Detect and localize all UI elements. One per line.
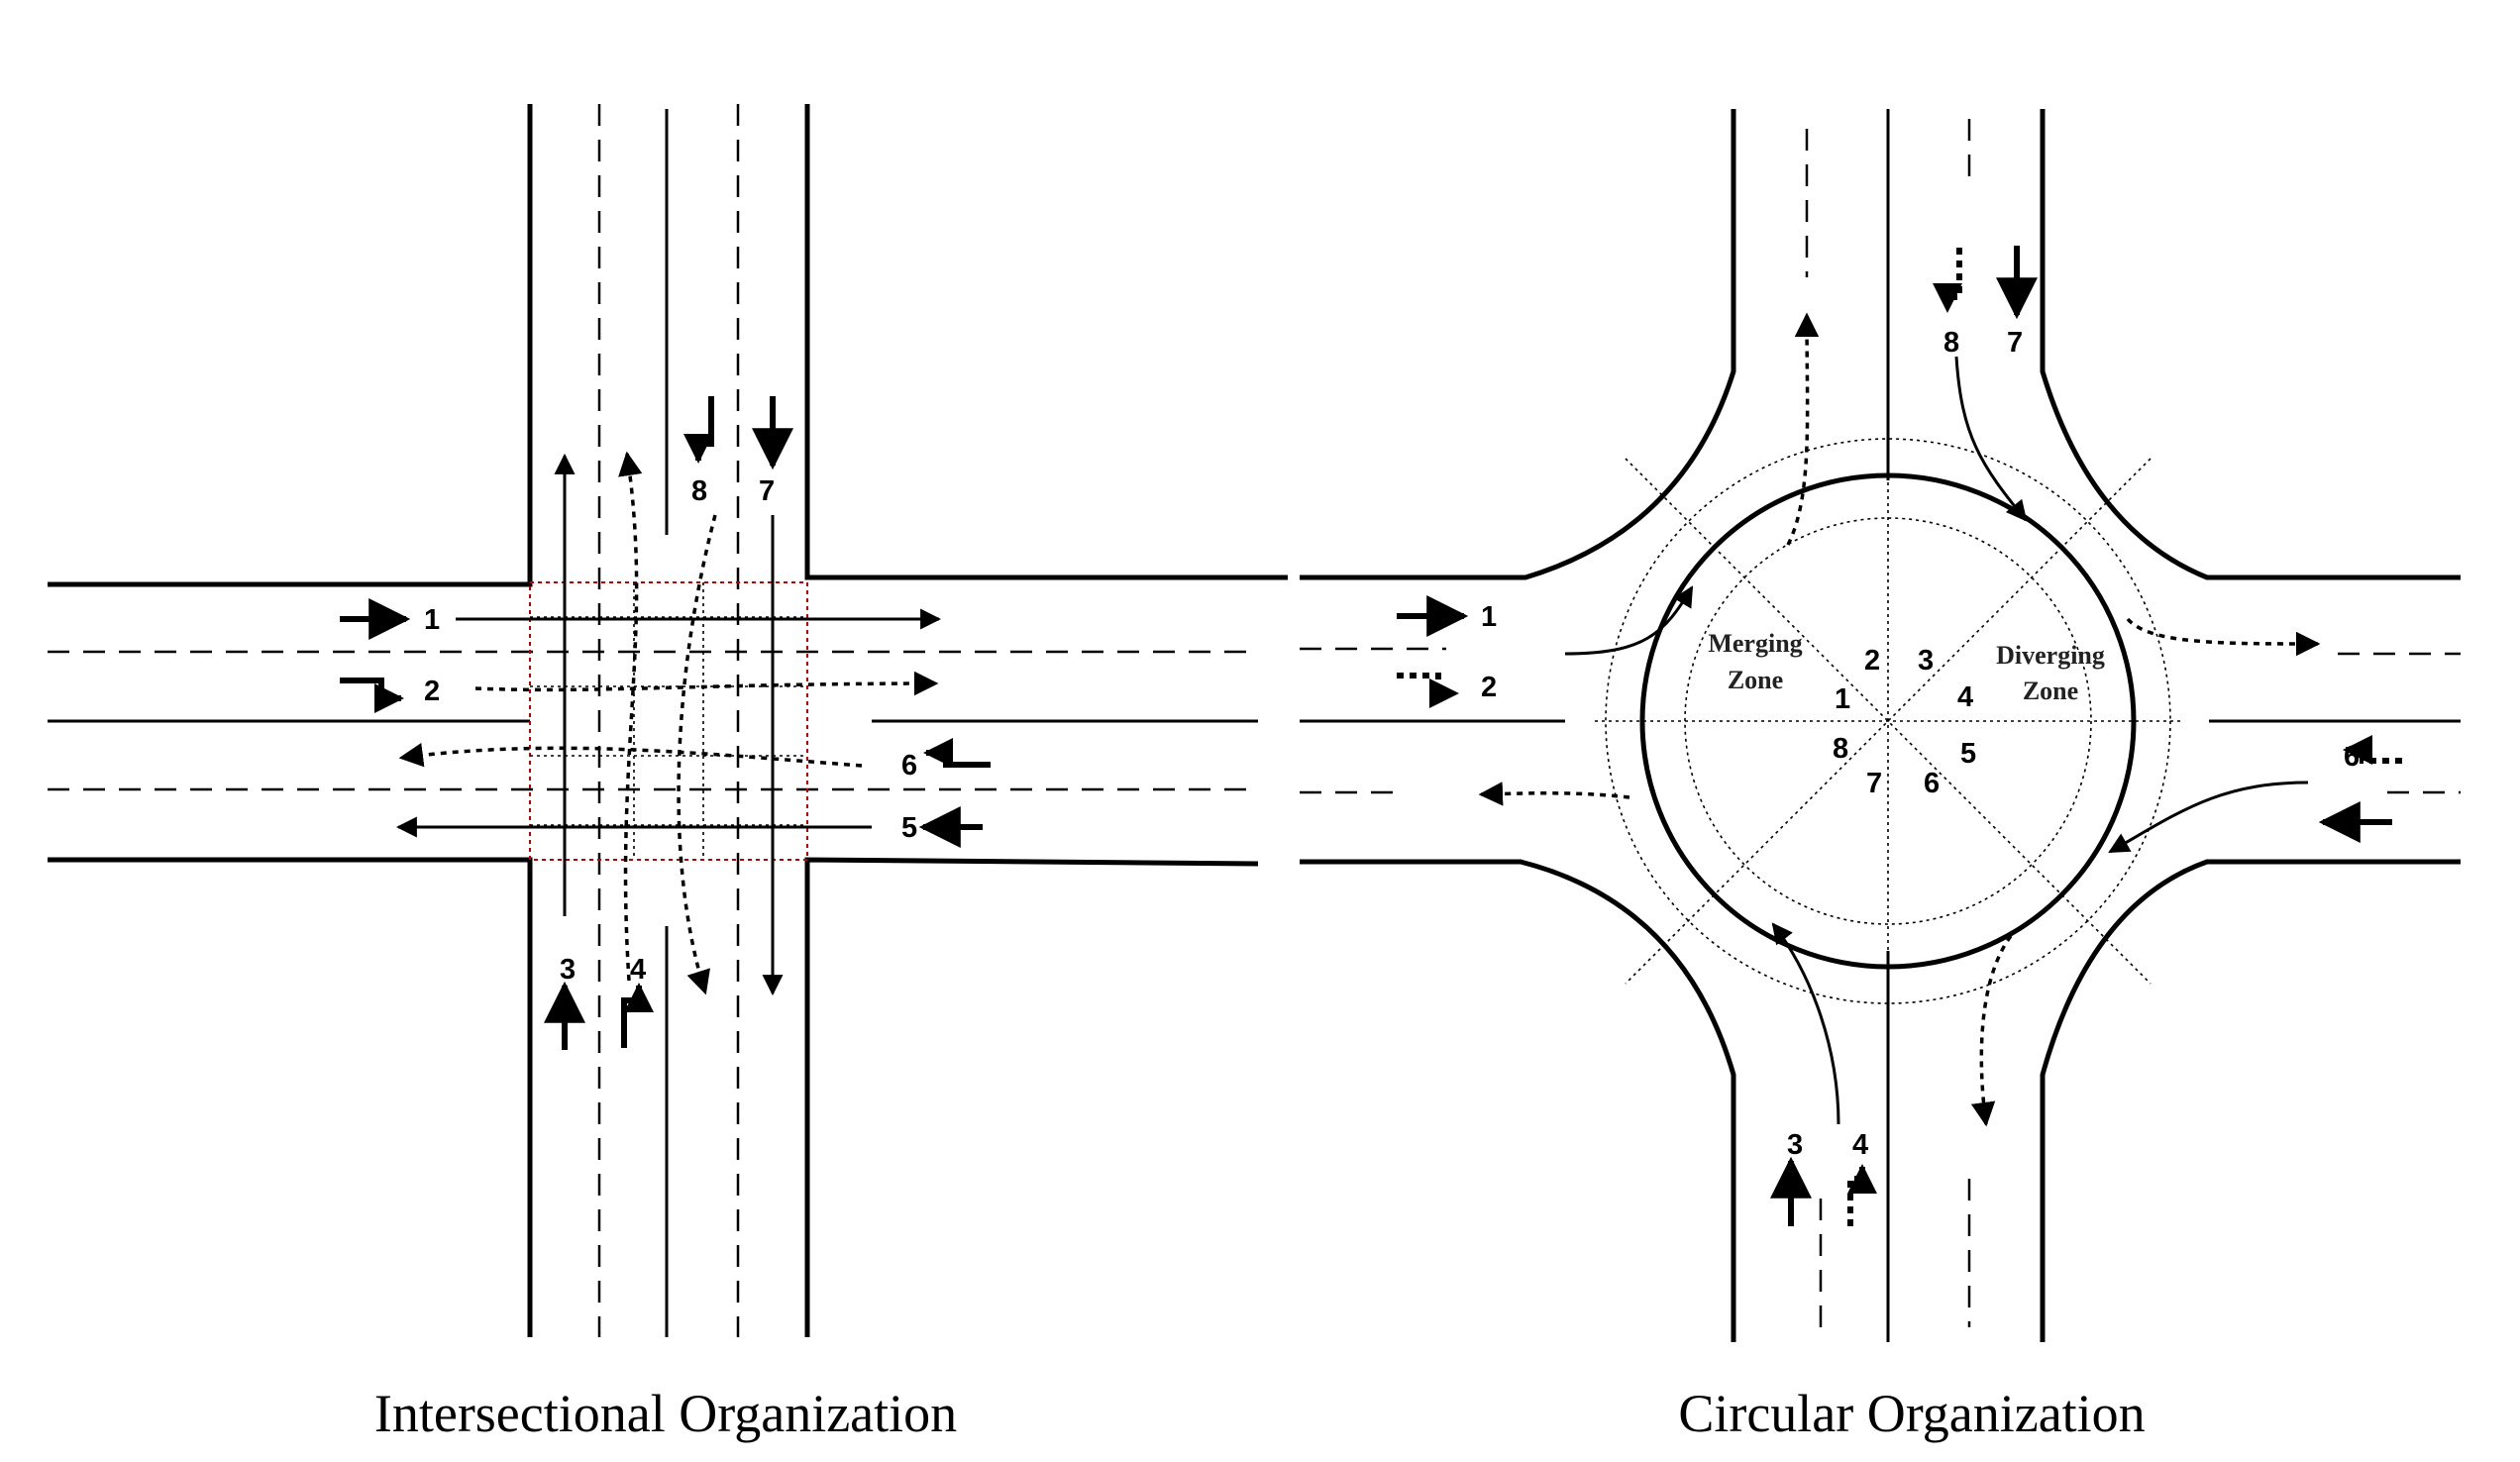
roundabout-panel: 1 2 3 4 5 6 7 8 1 2 3 4 5 6 7 8 Merging … (1300, 109, 2461, 1443)
movement-label: 8 (691, 475, 707, 507)
movement-icons (1397, 246, 2402, 1226)
road-edges (1300, 109, 2461, 1342)
movement-label: 5 (901, 812, 917, 844)
movement-label: 5 (2344, 807, 2360, 839)
movement-label: 6 (2344, 741, 2360, 773)
roundabout-caption: Circular Organization (1678, 1384, 2145, 1443)
exit-flows (1478, 312, 2321, 1127)
entry-flows (1564, 356, 2309, 1125)
inner-dotted-ring (1684, 517, 2092, 925)
left-turn-flows (398, 451, 939, 995)
merging-zone-label: Zone (1728, 666, 1783, 694)
movement-label: 3 (1787, 1129, 1803, 1161)
lane-markings (1300, 109, 2461, 1342)
movement-label: 1 (424, 604, 440, 636)
merging-zone-label: Merging (1708, 629, 1802, 658)
sector-label: 5 (1960, 738, 1976, 770)
movement-label: 6 (901, 750, 917, 782)
movement-numbers: 1 2 3 4 5 6 7 8 (424, 475, 917, 986)
movement-label: 2 (1481, 672, 1497, 703)
sector-label: 2 (1864, 645, 1880, 677)
intersection-caption: Intersectional Organization (374, 1384, 957, 1443)
conflict-grid (530, 582, 807, 860)
movement-label: 7 (759, 475, 775, 507)
sector-numbers: 1 2 3 4 5 6 7 8 (1833, 645, 1976, 799)
sector-label: 6 (1924, 768, 1940, 799)
through-flows (395, 453, 942, 996)
movement-label: 8 (1943, 327, 1959, 359)
intersection-panel: 1 2 3 4 5 6 7 8 Intersectional Organizat… (48, 104, 1288, 1443)
movement-label: 2 (424, 676, 440, 707)
movement-label: 3 (560, 954, 576, 986)
sector-lines (1595, 458, 2181, 985)
diverging-zone-label: Zone (2023, 677, 2078, 705)
movement-numbers: 1 2 3 4 5 6 7 8 (1481, 327, 2360, 1161)
conflict-area (529, 581, 808, 861)
movement-label: 1 (1481, 601, 1497, 633)
sector-label: 3 (1918, 645, 1934, 677)
sector-label: 7 (1866, 768, 1882, 799)
diverging-zone-label: Diverging (1996, 641, 2105, 670)
movement-label: 7 (2007, 327, 2023, 359)
zone-labels: Merging Zone Diverging Zone (1708, 629, 2105, 705)
movement-icons (340, 396, 991, 1050)
sector-label: 4 (1957, 681, 1973, 713)
movement-label: 4 (630, 954, 646, 986)
sector-label: 1 (1835, 683, 1850, 715)
movement-label: 4 (1852, 1129, 1868, 1161)
lane-markings (48, 104, 1258, 1337)
sector-label: 8 (1833, 733, 1848, 765)
